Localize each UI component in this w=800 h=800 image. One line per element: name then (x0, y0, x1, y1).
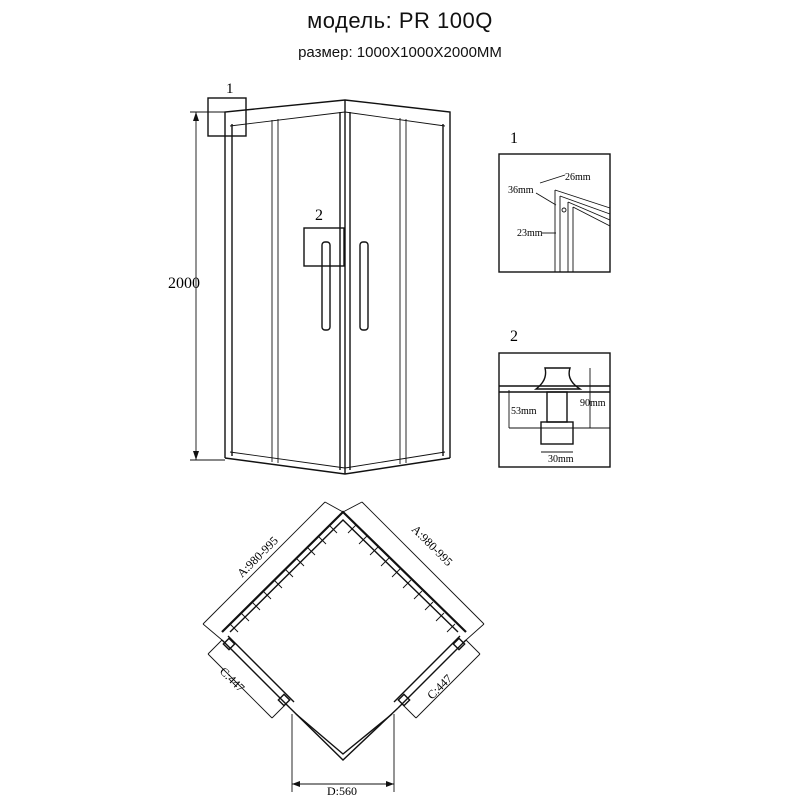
door-dim-right: C:447 (424, 671, 455, 702)
front-view: 2000 1 2 (168, 81, 451, 475)
detail-1: 1 26mm 36mm 23mm (498, 130, 611, 273)
detail-2-number: 2 (510, 328, 518, 345)
door-dim-left: C:447 (217, 664, 248, 695)
callout-box-2 (303, 227, 345, 267)
plan-view: A:980-995 A:980-995 C:447 C:447 D:560 (202, 501, 485, 798)
wall-dim-right: A:980-995 (409, 522, 456, 569)
detail-2: 2 53mm 90mm 30mm (498, 328, 611, 468)
detail-2-dim-53: 53mm (511, 406, 537, 417)
callout-box-1 (207, 97, 247, 137)
callout-number-1: 1 (226, 81, 234, 97)
model-title: модель: PR 100Q (307, 8, 493, 33)
callout-number-2: 2 (315, 207, 323, 224)
door-handle-left (321, 241, 331, 331)
wall-dim-left: A:980-995 (234, 533, 281, 580)
height-label: 2000 (168, 275, 200, 292)
detail-2-dim-30: 30mm (548, 454, 574, 465)
detail-1-dim-36: 36mm (508, 185, 534, 196)
size-subtitle: размер: 1000X1000X2000MM (298, 44, 502, 61)
detail-1-number: 1 (510, 130, 518, 147)
door-handle-right (359, 241, 369, 331)
detail-1-dim-23: 23mm (517, 228, 543, 239)
detail-2-dim-90: 90mm (580, 398, 606, 409)
detail-1-dim-26: 26mm (565, 172, 591, 183)
opening-dim: D:560 (327, 784, 357, 798)
